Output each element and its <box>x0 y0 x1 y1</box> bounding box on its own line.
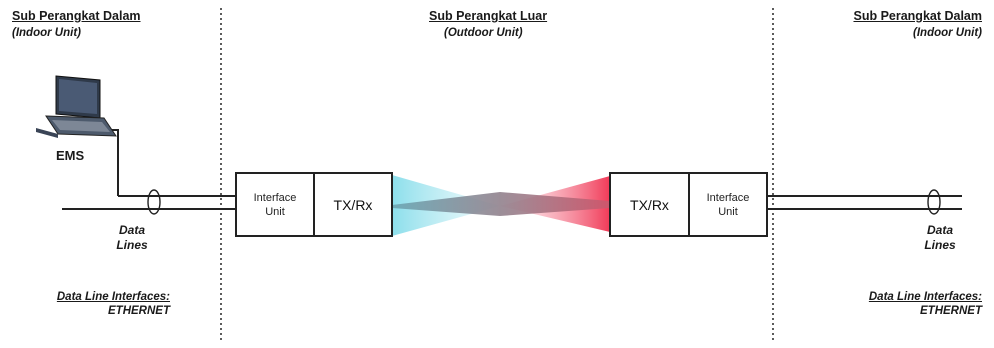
left-interface-line1: Data Line Interfaces: <box>56 291 170 303</box>
right-interface-unit-text: Interface Unit <box>689 191 767 219</box>
center-region-subtitle: (Outdoor Unit) <box>444 27 523 39</box>
right-interface-unit-line2: Unit <box>718 206 738 218</box>
right-data-lines-line1: Data <box>926 223 953 237</box>
ems-computer-icon <box>36 75 117 138</box>
right-data-lines-label: Data Lines <box>912 223 968 253</box>
left-region-subtitle: (Indoor Unit) <box>12 27 81 39</box>
ems-label: EMS <box>56 148 85 163</box>
right-interface-unit-box <box>688 172 768 237</box>
left-data-lines-label: Data Lines <box>104 223 160 253</box>
left-interface-label: Data Line Interfaces: ETHERNET <box>12 290 170 318</box>
left-txrx-box <box>313 172 393 237</box>
right-interface-line2: ETHERNET <box>920 305 982 317</box>
center-region-title: Sub Perangkat Luar <box>429 9 548 23</box>
beam-core <box>392 192 610 216</box>
left-interface-unit-box <box>235 172 315 237</box>
right-txrx-label: TX/Rx <box>630 197 669 213</box>
left-data-lines-line1: Data <box>118 223 145 237</box>
left-region-title: Sub Perangkat Dalam <box>12 9 141 23</box>
right-data-lines-line2: Lines <box>924 238 956 252</box>
right-interface-label: Data Line Interfaces: ETHERNET <box>824 290 982 318</box>
right-txrx-box <box>609 172 690 237</box>
left-txrx-label: TX/Rx <box>333 197 373 213</box>
right-region-subtitle: (Indoor Unit) <box>913 27 982 39</box>
right-interface-unit-line1: Interface <box>706 192 750 204</box>
left-interface-unit-line1: Interface <box>253 192 297 204</box>
left-cable-bundle-icon <box>147 189 161 215</box>
right-region-title: Sub Perangkat Dalam <box>853 9 982 23</box>
ems-cable <box>90 129 119 196</box>
right-interface-line1: Data Line Interfaces: <box>868 291 982 303</box>
left-interface-line2: ETHERNET <box>108 305 170 317</box>
left-interface-unit-text: Interface Unit <box>236 191 314 219</box>
left-interface-unit-line2: Unit <box>265 206 285 218</box>
right-cable-bundle-icon <box>927 189 941 215</box>
left-data-lines-line2: Lines <box>116 238 148 252</box>
